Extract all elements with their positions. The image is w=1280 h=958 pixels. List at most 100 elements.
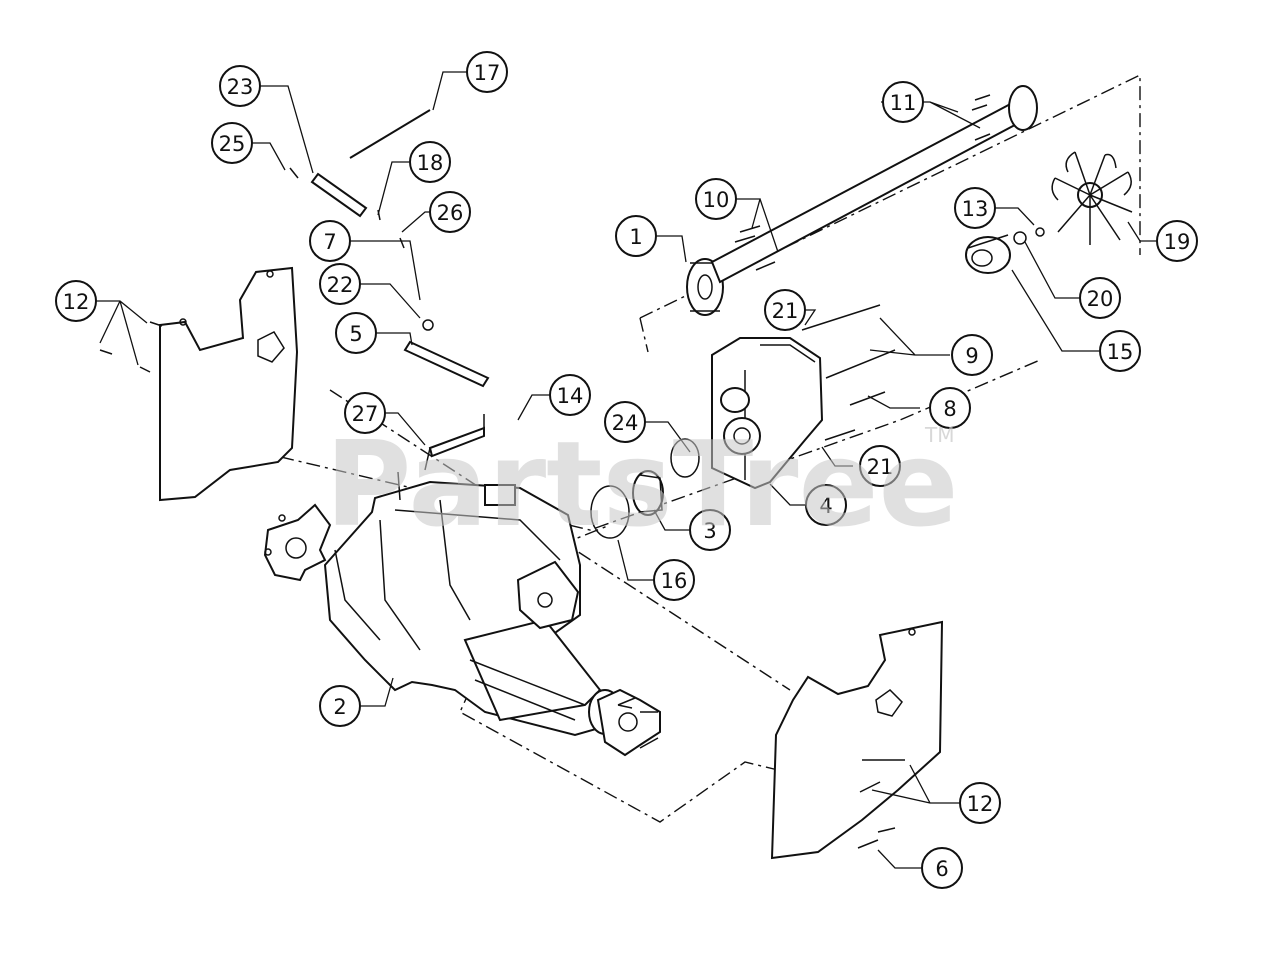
callout-label: 7 xyxy=(323,230,336,254)
callout-circle xyxy=(1079,277,1121,319)
callout-22[interactable]: 22 xyxy=(319,263,361,305)
right-mounting-plate xyxy=(770,620,944,860)
callout-circle xyxy=(921,847,963,889)
right-axle-hub xyxy=(596,688,661,757)
callout-20[interactable]: 20 xyxy=(1079,277,1121,319)
callout-label: 17 xyxy=(474,61,501,85)
callout-label: 2 xyxy=(333,695,346,719)
callout-label: 11 xyxy=(890,91,917,115)
control-linkage xyxy=(289,109,490,471)
callout-14[interactable]: 14 xyxy=(549,374,591,416)
fan-hub xyxy=(965,234,1011,274)
left-mounting-plate xyxy=(159,266,299,502)
callout-19[interactable]: 19 xyxy=(1156,220,1198,262)
callout-6[interactable]: 6 xyxy=(921,847,963,889)
callout-24[interactable]: 24 xyxy=(604,401,646,443)
callout-label: 25 xyxy=(219,132,246,156)
callout-circle xyxy=(954,187,996,229)
callout-label: 19 xyxy=(1164,230,1191,254)
callout-label: 10 xyxy=(703,188,730,212)
callout-circle xyxy=(604,401,646,443)
callout-15[interactable]: 15 xyxy=(1099,330,1141,372)
callout-label: 20 xyxy=(1087,287,1114,311)
callout-label: 15 xyxy=(1107,340,1134,364)
pump-housing xyxy=(711,337,824,490)
callout-8[interactable]: 8 xyxy=(929,387,971,429)
callout-circle xyxy=(55,280,97,322)
callout-26[interactable]: 26 xyxy=(429,191,471,233)
callout-16[interactable]: 16 xyxy=(653,559,695,601)
callout-circle xyxy=(319,263,361,305)
drive-shaft xyxy=(710,85,1038,284)
callout-12[interactable]: 12 xyxy=(55,280,97,322)
callout-18[interactable]: 18 xyxy=(409,141,451,183)
gear-and-seals xyxy=(590,438,700,539)
callout-circle xyxy=(211,122,253,164)
watermark: PartsTree TM xyxy=(325,415,959,553)
callout-25[interactable]: 25 xyxy=(211,122,253,164)
callout-13[interactable]: 13 xyxy=(954,187,996,229)
callout-4[interactable]: 4 xyxy=(805,484,847,526)
callout-circle xyxy=(344,392,386,434)
callout-label: 4 xyxy=(819,494,832,518)
callout-9[interactable]: 9 xyxy=(951,334,993,376)
callout-label: 3 xyxy=(703,519,716,543)
callout-layer: 1234567891011121213141516171819202121222… xyxy=(55,51,1198,889)
callout-2[interactable]: 2 xyxy=(319,685,361,727)
callout-circle xyxy=(219,65,261,107)
watermark-text: PartsTree xyxy=(325,415,959,553)
callout-23[interactable]: 23 xyxy=(219,65,261,107)
callout-circle xyxy=(695,178,737,220)
callout-7[interactable]: 7 xyxy=(309,220,351,262)
callout-11[interactable]: 11 xyxy=(882,81,924,123)
callout-circle xyxy=(466,51,508,93)
callout-circle xyxy=(409,141,451,183)
callout-label: 5 xyxy=(349,322,362,346)
callout-17[interactable]: 17 xyxy=(466,51,508,93)
callout-label: 23 xyxy=(227,75,254,99)
callout-circle xyxy=(882,81,924,123)
callout-circle xyxy=(1099,330,1141,372)
callout-label: 18 xyxy=(417,151,444,175)
callout-5[interactable]: 5 xyxy=(335,312,377,354)
callout-21[interactable]: 21 xyxy=(764,289,806,331)
callout-label: 14 xyxy=(557,384,584,408)
callout-circle xyxy=(335,312,377,354)
callout-label: 21 xyxy=(867,455,894,479)
callout-label: 8 xyxy=(943,397,956,421)
callout-label: 9 xyxy=(965,344,978,368)
callout-circle xyxy=(1156,220,1198,262)
callout-circle xyxy=(319,685,361,727)
callout-circle xyxy=(309,220,351,262)
callout-label: 16 xyxy=(661,569,688,593)
cooling-fan xyxy=(1051,151,1133,245)
fasteners xyxy=(99,94,1045,849)
callout-label: 21 xyxy=(772,299,799,323)
callout-circle xyxy=(653,559,695,601)
callout-10[interactable]: 10 xyxy=(695,178,737,220)
callout-3[interactable]: 3 xyxy=(689,509,731,551)
callout-circle xyxy=(615,215,657,257)
callout-21[interactable]: 21 xyxy=(859,445,901,487)
callout-circle xyxy=(549,374,591,416)
callout-label: 27 xyxy=(352,402,379,426)
callout-label: 13 xyxy=(962,197,989,221)
callout-label: 22 xyxy=(327,273,354,297)
callout-circle xyxy=(764,289,806,331)
callout-label: 12 xyxy=(967,792,994,816)
callout-circle xyxy=(689,509,731,551)
pulley-part xyxy=(686,258,724,316)
left-axle-hub xyxy=(263,503,332,582)
callout-label: 6 xyxy=(935,857,948,881)
callout-circle xyxy=(929,387,971,429)
callout-circle xyxy=(951,334,993,376)
callout-circle xyxy=(805,484,847,526)
callout-12[interactable]: 12 xyxy=(959,782,1001,824)
callout-27[interactable]: 27 xyxy=(344,392,386,434)
callout-label: 26 xyxy=(437,201,464,225)
callout-label: 1 xyxy=(629,225,642,249)
callout-1[interactable]: 1 xyxy=(615,215,657,257)
callout-circle xyxy=(959,782,1001,824)
